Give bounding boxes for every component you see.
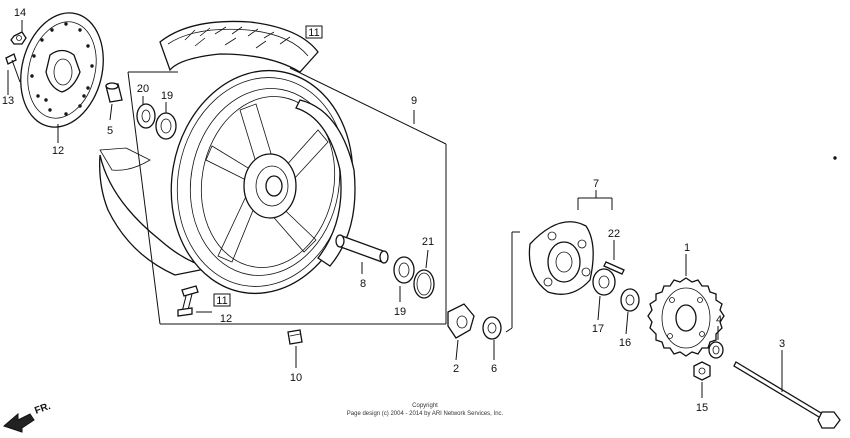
sprocket-nut	[708, 341, 724, 359]
callout-20: 20	[137, 83, 149, 95]
flange-bearing	[592, 268, 616, 296]
distance-collar	[335, 234, 389, 264]
direction-label: FR.	[33, 401, 52, 417]
callout-6: 6	[491, 363, 497, 375]
flange-bracket	[505, 190, 613, 333]
driven-sprocket	[647, 277, 725, 357]
callout-2: 2	[453, 363, 459, 375]
driven-flange	[528, 221, 594, 295]
callout-11-tire: 11	[308, 27, 319, 39]
side-collar	[482, 316, 502, 340]
rear-axle	[733, 361, 841, 429]
callout-19-right: 19	[394, 306, 406, 318]
o-ring	[413, 269, 435, 299]
dot-mark	[833, 156, 837, 160]
callout-4: 4	[716, 314, 722, 326]
disc-nut	[10, 31, 27, 45]
callout-5: 5	[107, 125, 113, 137]
copyright-line-1: Copyright	[412, 403, 438, 409]
callout-3: 3	[779, 338, 785, 350]
stud-bolt	[603, 261, 625, 275]
callout-12: 12	[220, 313, 232, 325]
callout-22: 22	[608, 228, 620, 240]
wheel-rim	[170, 69, 356, 295]
callout-11-valve: 11	[216, 295, 227, 307]
group-bracket	[127, 67, 447, 325]
callout-7: 7	[593, 178, 599, 190]
callout-1: 1	[684, 242, 690, 254]
collar	[105, 82, 123, 103]
copyright-line-2: Page design (c) 2004 - 2014 by ARI Netwo…	[347, 411, 504, 417]
tire	[99, 20, 319, 276]
callout-8: 8	[360, 278, 366, 290]
callout-14: 13	[2, 95, 14, 107]
brake-disc	[20, 12, 104, 128]
front-direction-arrow	[3, 412, 35, 433]
disc-bolt	[5, 53, 21, 83]
left-bearing	[155, 112, 177, 140]
callout-21: 21	[422, 236, 434, 248]
callout-13: 12	[52, 145, 64, 157]
callout-17: 16	[619, 337, 631, 349]
dust-seal	[136, 103, 156, 129]
callout-18: 17	[592, 323, 604, 335]
right-bearing	[393, 256, 415, 284]
oil-seal	[620, 288, 640, 312]
valve-stem	[177, 285, 199, 317]
callout-19-left: 19	[161, 90, 173, 102]
callout-16: 15	[696, 402, 708, 414]
callout-15: 14	[14, 7, 26, 19]
drive-flange-bolt	[447, 303, 475, 339]
axle-nut	[693, 361, 711, 381]
callout-10: 10	[290, 372, 302, 384]
callout-9: 9	[411, 95, 417, 107]
valve-cap	[287, 329, 303, 345]
